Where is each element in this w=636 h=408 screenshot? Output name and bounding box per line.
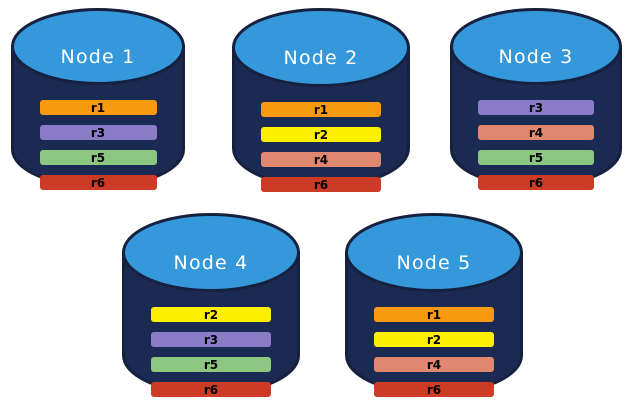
replica-bar-r6[interactable]: r6 (478, 175, 594, 190)
replica-label: r2 (203, 307, 219, 322)
replica-label: r6 (528, 175, 544, 190)
replica-label: r3 (528, 100, 544, 115)
cylinder-shape (232, 8, 410, 188)
replica-bar-r3[interactable]: r3 (478, 100, 594, 115)
replica-label: r2 (313, 127, 329, 142)
replica-list: r3 r4 r5 r6 (450, 100, 622, 190)
replica-label: r4 (426, 357, 442, 372)
replica-bar-r4[interactable]: r4 (478, 125, 594, 140)
replica-label: r1 (426, 307, 442, 322)
replica-bar-r4[interactable]: r4 (261, 152, 381, 167)
replica-bar-r3[interactable]: r3 (39, 125, 157, 140)
replica-label: r5 (528, 150, 544, 165)
replica-list: r1 r2 r4 r6 (232, 102, 410, 192)
replica-label: r6 (90, 175, 106, 190)
replica-label: r1 (313, 102, 329, 117)
cylinder-top-ellipse (450, 8, 622, 85)
replica-label: r6 (313, 177, 329, 192)
replica-bar-r1[interactable]: r1 (374, 307, 494, 322)
replica-label: r6 (203, 382, 219, 397)
replica-label: r4 (528, 125, 544, 140)
replica-label: r5 (90, 150, 106, 165)
cylinder-top-ellipse (232, 8, 410, 87)
replica-label: r1 (90, 100, 106, 115)
replica-bar-r2[interactable]: r2 (374, 332, 494, 347)
replica-bar-r5[interactable]: r5 (151, 357, 271, 372)
replica-label: r2 (426, 332, 442, 347)
replica-bar-r2[interactable]: r2 (151, 307, 271, 322)
replica-bar-r4[interactable]: r4 (374, 357, 494, 372)
cylinder-top-ellipse (122, 213, 300, 292)
replica-label: r3 (90, 125, 106, 140)
replica-label: r3 (203, 332, 219, 347)
replica-label: r6 (426, 382, 442, 397)
replica-bar-r5[interactable]: r5 (478, 150, 594, 165)
replica-bar-r1[interactable]: r1 (39, 100, 157, 115)
replica-bar-r1[interactable]: r1 (261, 102, 381, 117)
replica-bar-r6[interactable]: r6 (151, 382, 271, 397)
replica-bar-r6[interactable]: r6 (39, 175, 157, 190)
replica-bar-r2[interactable]: r2 (261, 127, 381, 142)
replica-list: r1 r2 r4 r6 (345, 307, 523, 397)
replica-bar-r5[interactable]: r5 (39, 150, 157, 165)
replica-bar-r3[interactable]: r3 (151, 332, 271, 347)
replica-label: r5 (203, 357, 219, 372)
replica-list: r1 r3 r5 r6 (11, 100, 185, 190)
cylinder-top-ellipse (11, 8, 185, 85)
replica-list: r2 r3 r5 r6 (122, 307, 300, 397)
cylinder-top-ellipse (345, 213, 523, 292)
replica-bar-r6[interactable]: r6 (374, 382, 494, 397)
replica-bar-r6[interactable]: r6 (261, 177, 381, 192)
replica-label: r4 (313, 152, 329, 167)
